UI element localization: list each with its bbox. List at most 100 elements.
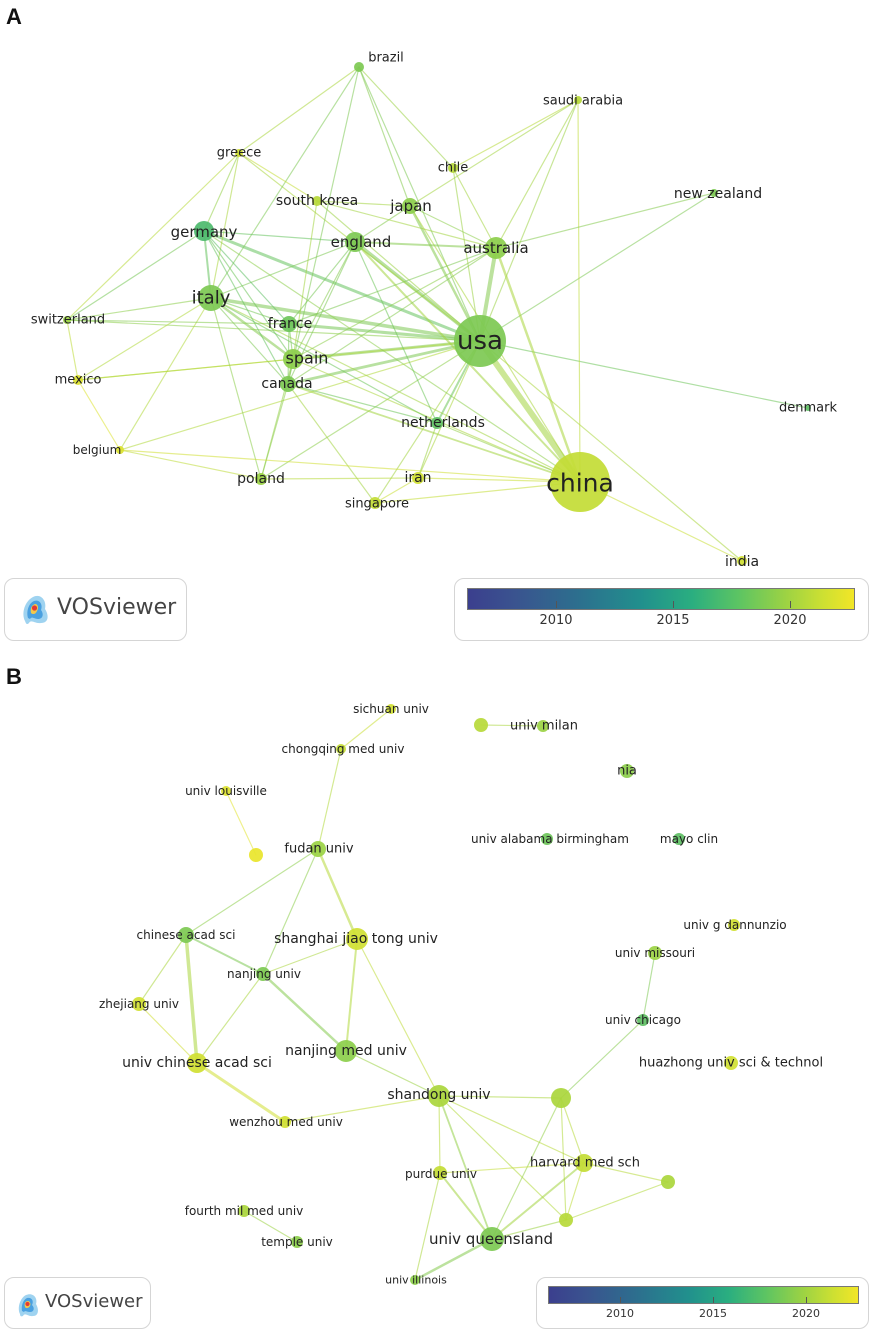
node-australia[interactable] — [485, 237, 507, 259]
node-canada[interactable] — [280, 376, 296, 392]
link-italy-mexico — [77, 297, 212, 381]
link-usa-france — [287, 322, 482, 343]
link-sjtu-nmu — [345, 938, 358, 1052]
year-scale-b: 2010 2015 2020 — [536, 1277, 869, 1329]
node-temple[interactable] — [291, 1236, 303, 1248]
node-dannunzio[interactable] — [728, 919, 740, 931]
node-poland[interactable] — [255, 473, 267, 485]
link-usa-canada — [286, 339, 482, 386]
node-harvard[interactable] — [575, 1154, 593, 1172]
node-purdue[interactable] — [433, 1166, 447, 1180]
node-louisville[interactable] — [221, 786, 231, 796]
node-label-italy: italy — [192, 288, 231, 309]
node-nmu[interactable] — [335, 1040, 357, 1062]
node-milan_a[interactable] — [474, 718, 488, 732]
link-usa-nz — [479, 192, 715, 342]
link-usa-germany — [202, 229, 482, 343]
node-cas[interactable] — [178, 927, 194, 943]
link-usa-poland — [260, 340, 481, 480]
link-uq-unl4 — [491, 1219, 567, 1240]
link-china-saudi — [577, 99, 581, 483]
node-nz[interactable] — [710, 189, 718, 197]
node-iran[interactable] — [412, 472, 424, 484]
node-nanjing[interactable] — [256, 967, 270, 981]
node-saudi[interactable] — [574, 96, 582, 104]
link-chicago-missouri — [642, 952, 656, 1021]
node-missouri[interactable] — [648, 946, 662, 960]
node-southkorea[interactable] — [312, 196, 322, 206]
link-italy-switzerland — [66, 297, 212, 321]
tick-label-2015: 2015 — [699, 1307, 727, 1320]
link-mexico-belgium — [77, 379, 121, 451]
node-germany[interactable] — [194, 221, 214, 241]
node-belgium[interactable] — [116, 446, 124, 454]
node-china[interactable] — [550, 452, 610, 512]
node-fmmu[interactable] — [238, 1205, 250, 1217]
node-huazhong[interactable] — [724, 1056, 738, 1070]
node-label-japan: japan — [389, 197, 432, 215]
node-ucas[interactable] — [187, 1053, 207, 1073]
link-shandong-purdue — [438, 1095, 441, 1174]
link-germany-greece — [203, 152, 240, 232]
node-france[interactable] — [281, 316, 297, 332]
link-italy-france — [210, 297, 290, 325]
node-illinois[interactable] — [410, 1275, 420, 1285]
link-purdue-illinois — [414, 1172, 441, 1281]
link-germany-spain — [203, 230, 294, 360]
link-usa-india — [479, 340, 743, 562]
node-milan[interactable] — [537, 720, 549, 732]
node-layer — [63, 62, 811, 566]
node-unl[interactable] — [249, 848, 263, 862]
node-chicago[interactable] — [637, 1014, 649, 1026]
link-wenzhou-shandong — [284, 1095, 440, 1123]
node-alabama[interactable] — [541, 833, 553, 845]
link-harvard-unl4 — [565, 1162, 585, 1221]
link-nanjing-ucas — [196, 973, 264, 1064]
node-label-wenzhou: wenzhou med univ — [229, 1115, 343, 1129]
link-poland-belgium — [119, 449, 262, 480]
link-australia-spain — [292, 247, 497, 360]
node-label-england: england — [331, 233, 392, 251]
node-unl4[interactable] — [559, 1213, 573, 1227]
link-brazil-canada — [287, 66, 360, 385]
node-denmark[interactable] — [805, 405, 811, 411]
node-japan[interactable] — [402, 198, 418, 214]
node-fudan[interactable] — [310, 841, 326, 857]
node-zhejiang[interactable] — [132, 997, 146, 1011]
link-zhejiang-ucas — [138, 1003, 198, 1064]
node-england[interactable] — [345, 232, 365, 252]
node-unl3[interactable] — [661, 1175, 675, 1189]
node-mexico[interactable] — [73, 375, 83, 385]
node-india[interactable] — [737, 556, 747, 566]
node-label-denmark: denmark — [779, 401, 837, 416]
link-harvard-unl3 — [583, 1162, 669, 1183]
node-wenzhou[interactable] — [279, 1116, 291, 1128]
node-label-greece: greece — [217, 146, 261, 161]
node-unl2[interactable] — [551, 1088, 571, 1108]
node-shandong[interactable] — [428, 1085, 450, 1107]
link-purdue-uq — [439, 1172, 493, 1240]
vosviewer-logo-text: VOSviewer — [45, 1291, 143, 1312]
node-greece[interactable] — [235, 149, 243, 157]
link-chile-saudi — [452, 99, 579, 169]
node-sichuan[interactable] — [386, 704, 396, 714]
node-singapore[interactable] — [369, 497, 381, 509]
node-label-nanjing: nanjing univ — [227, 967, 301, 981]
node-chongqing[interactable] — [336, 744, 346, 754]
link-canada-poland — [260, 383, 289, 480]
node-chile[interactable] — [448, 163, 458, 173]
node-uq[interactable] — [480, 1227, 504, 1251]
node-netherlands[interactable] — [431, 417, 443, 429]
node-usa[interactable] — [454, 315, 506, 367]
node-italy[interactable] — [198, 285, 224, 311]
node-switzerland[interactable] — [63, 316, 71, 324]
node-spain[interactable] — [283, 349, 303, 369]
node-sjtu[interactable] — [346, 928, 368, 950]
node-mayo[interactable] — [673, 833, 685, 845]
node-nia[interactable] — [620, 764, 634, 778]
node-brazil[interactable] — [354, 62, 364, 72]
node-label-louisville: univ louisville — [185, 784, 267, 798]
link-unl2-unl4 — [560, 1097, 567, 1221]
